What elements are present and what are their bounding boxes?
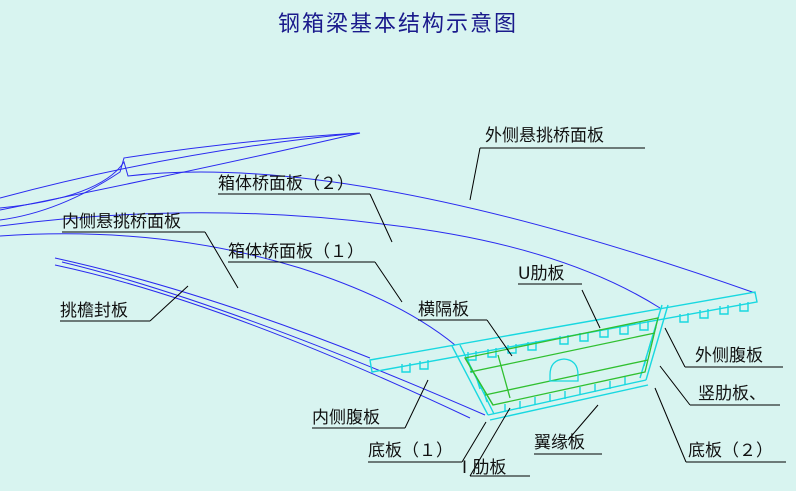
- i-ribs: [504, 377, 626, 412]
- label-outer-web: 外侧腹板: [695, 346, 763, 366]
- top-deck-plate: [369, 291, 758, 373]
- label-u-rib: U肋板: [518, 264, 565, 284]
- diaphragm-plate: [463, 317, 659, 406]
- inner-web-line: [451, 345, 489, 416]
- u-ribs: [401, 302, 749, 373]
- label-vertical-rib: 竖肋板、: [698, 384, 766, 404]
- label-bottom-plate-2: 底板（２）: [688, 441, 773, 461]
- diagram-title: 钢箱梁基本结构示意图: [277, 12, 518, 37]
- leader-lines: [60, 147, 786, 477]
- label-flange-plate: 翼缘板: [534, 433, 585, 453]
- label-inner-web: 内侧腹板: [312, 408, 380, 428]
- label-outer-cantilever-deck: 外侧悬挑桥面板: [485, 126, 604, 146]
- label-i-rib: I 肋板: [462, 458, 507, 478]
- bottom-plate-line: [487, 379, 647, 416]
- label-box-deck-1: 箱体桥面板（１）: [228, 242, 364, 262]
- manhole-opening: [549, 358, 579, 382]
- label-box-deck-2: 箱体桥面板（２）: [218, 174, 354, 194]
- label-diaphragm: 横隔板: [418, 300, 469, 320]
- label-inner-cantilever-deck: 内侧悬挑桥面板: [62, 212, 181, 232]
- label-bottom-plate-1: 底板（１）: [368, 441, 453, 461]
- label-eave-seal-plate: 挑檐封板: [60, 301, 128, 321]
- girder-outline-curves: [0, 132, 756, 419]
